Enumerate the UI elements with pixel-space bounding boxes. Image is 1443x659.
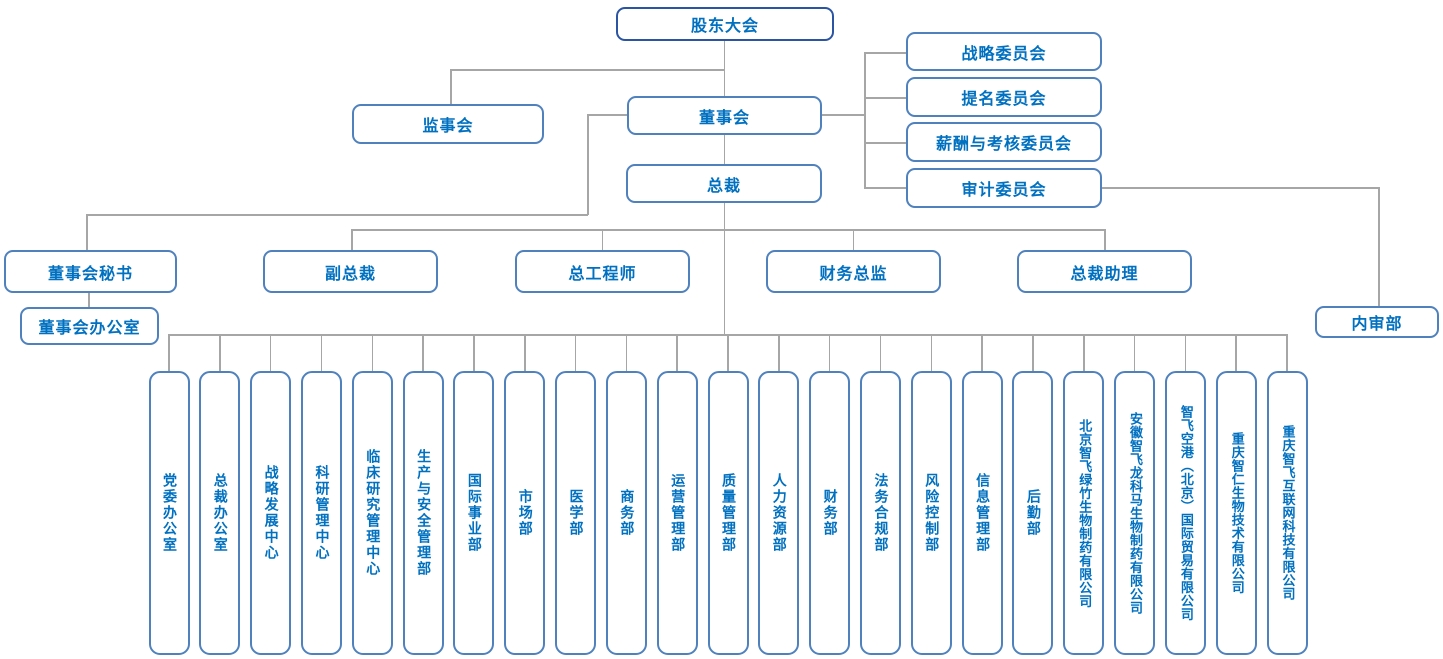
internal-audit-label: 内审部 <box>1351 314 1403 333</box>
executive-label: 副总裁 <box>324 263 376 283</box>
internal-audit-box: 内审部 <box>1315 306 1439 338</box>
connector-line <box>473 334 475 371</box>
subsidiary-box: 智飞空港（北京）国际贸易有限公司 <box>1164 371 1206 655</box>
connector-line <box>864 97 906 99</box>
connector-line <box>864 52 866 188</box>
committee-label: 薪酬与考核委员会 <box>935 134 1072 153</box>
department-box: 商务部 <box>605 371 647 655</box>
president-label: 总裁 <box>706 175 741 195</box>
president-box: 总裁 <box>626 164 822 203</box>
connector-line <box>587 114 589 215</box>
executive-label: 董事会秘书 <box>47 263 133 283</box>
supervisory-board-label: 监事会 <box>422 116 474 135</box>
committee-label: 提名委员会 <box>961 89 1047 108</box>
connector-line <box>88 293 90 307</box>
committee-box-nomination: 提名委员会 <box>906 77 1102 117</box>
connector-line <box>1235 334 1237 371</box>
board-office-label: 董事会办公室 <box>38 318 141 337</box>
committee-label: 战略委员会 <box>961 43 1047 63</box>
subsidiary-box: 北京智飞绿竹生物制药有限公司 <box>1063 371 1105 655</box>
connector-line <box>676 334 678 371</box>
connector-line <box>351 229 353 250</box>
department-box: 市场部 <box>504 371 546 655</box>
connector-line <box>601 229 603 250</box>
connector-line <box>219 334 221 371</box>
connector-line <box>86 214 88 250</box>
connector-line <box>168 334 170 371</box>
executive-box-cfo: 财务总监 <box>766 250 941 293</box>
committee-box-audit: 审计委员会 <box>906 168 1102 208</box>
department-box: 国际事业部 <box>453 371 495 655</box>
supervisory-board-box: 监事会 <box>352 104 544 144</box>
department-box: 运营管理部 <box>656 371 698 655</box>
shareholders-meeting-label: 股东大会 <box>690 16 759 35</box>
connector-line <box>1133 334 1136 371</box>
connector-line <box>981 334 983 371</box>
connector-line <box>1184 334 1187 371</box>
committee-label: 审计委员会 <box>961 180 1047 199</box>
connector-line <box>727 334 729 371</box>
connector-line <box>864 52 906 54</box>
department-box: 信息管理部 <box>961 371 1003 655</box>
connector-line <box>723 135 725 165</box>
connector-line <box>1101 187 1379 189</box>
executive-label: 总工程师 <box>568 263 637 283</box>
department-box: 财务部 <box>809 371 851 655</box>
connector-line <box>269 334 272 371</box>
connector-line <box>574 334 577 371</box>
connector-line <box>1286 334 1288 371</box>
department-box: 法务合规部 <box>860 371 901 655</box>
executive-box-president-assistant: 总裁助理 <box>1017 250 1192 293</box>
department-box: 战略发展中心 <box>250 371 292 655</box>
executive-box-vice-president: 副总裁 <box>263 250 438 293</box>
connector-line <box>828 334 831 371</box>
connector-line <box>1378 187 1380 306</box>
department-box: 科研管理中心 <box>301 371 342 655</box>
department-box: 总裁办公室 <box>199 371 241 655</box>
department-box: 质量管理部 <box>707 371 749 655</box>
subsidiary-box: 重庆智飞互联网科技有限公司 <box>1266 371 1308 655</box>
connector-line <box>778 334 780 371</box>
executive-box-board-secretary: 董事会秘书 <box>4 250 177 293</box>
executive-label: 财务总监 <box>819 263 888 283</box>
subsidiary-box: 安徽智飞龙科马生物制药有限公司 <box>1114 371 1155 655</box>
connector-line <box>723 41 725 96</box>
department-box: 临床研究管理中心 <box>351 371 393 655</box>
board-office-box: 董事会办公室 <box>20 307 159 345</box>
shareholders-meeting-box: 股东大会 <box>616 7 834 41</box>
committee-box-remuneration: 薪酬与考核委员会 <box>906 122 1102 162</box>
subsidiary-box: 重庆智仁生物技术有限公司 <box>1215 371 1257 655</box>
board-of-directors-label: 董事会 <box>698 107 750 127</box>
department-box: 人力资源部 <box>758 371 800 655</box>
board-of-directors-box: 董事会 <box>627 96 822 135</box>
connector-line <box>371 334 373 371</box>
connector-line <box>879 334 882 371</box>
connector-line <box>450 69 452 104</box>
connector-line <box>422 334 424 371</box>
connector-line <box>930 334 932 371</box>
connector-line <box>86 214 588 216</box>
executive-label: 总裁助理 <box>1070 263 1139 283</box>
department-box: 风险控制部 <box>910 371 952 655</box>
connector-line <box>723 203 725 335</box>
committee-box-strategy: 战略委员会 <box>906 32 1102 71</box>
connector-line <box>524 334 526 371</box>
connector-line <box>1104 229 1106 250</box>
department-box: 后勤部 <box>1012 371 1054 655</box>
department-box: 医学部 <box>555 371 596 655</box>
connector-line <box>1032 334 1034 371</box>
connector-line <box>852 229 854 250</box>
connector-line <box>625 334 628 371</box>
executive-box-chief-engineer: 总工程师 <box>515 250 690 293</box>
department-box: 生产与安全管理部 <box>402 371 444 655</box>
connector-line <box>1083 334 1085 371</box>
connector-line <box>450 69 724 71</box>
department-box: 党委办公室 <box>148 371 190 655</box>
connector-line <box>864 142 906 144</box>
connector-line <box>864 187 906 189</box>
connector-line <box>587 114 627 116</box>
connector-line <box>822 114 866 116</box>
connector-line <box>351 229 1105 231</box>
connector-line <box>320 334 323 371</box>
